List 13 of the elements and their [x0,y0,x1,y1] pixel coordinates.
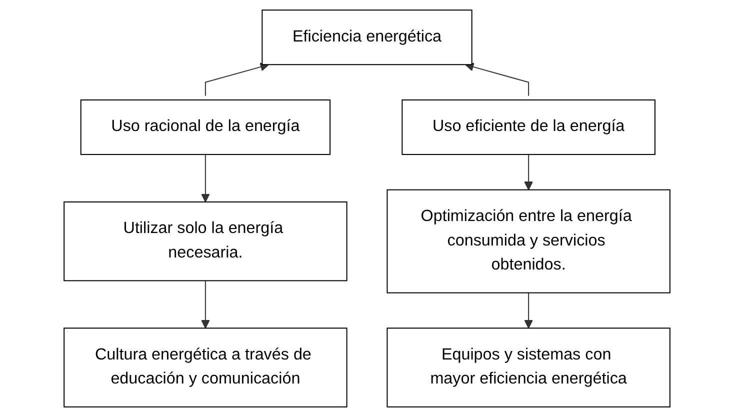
node-box: Utilizar solo la energía necesaria. [64,201,348,282]
arrow [524,154,534,190]
node-box: Eficiencia energética [262,10,473,66]
node-box: Optimización entre la energía consumida y servicios obtenidos. [387,189,671,294]
arrow [466,62,530,96]
arrow [524,292,534,329]
arrow [205,62,270,96]
node-box: Uso racional de la energía [80,99,332,155]
node-box: Equipos y sistemas con mayor eficiencia energética [387,328,671,408]
node-box: Uso eficiente de la energía [402,99,656,155]
arrow [202,280,210,329]
arrow [202,154,210,202]
node-box: Cultura energética a través de educación y comunicación [64,328,348,408]
